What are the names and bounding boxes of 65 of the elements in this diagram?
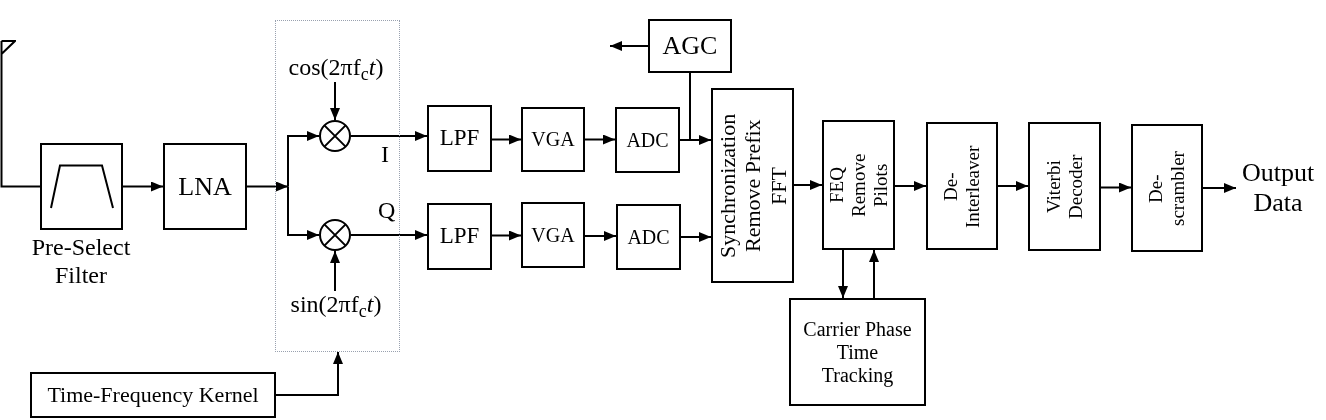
block-label: AGC — [662, 31, 718, 61]
output-label: Output Data — [1236, 158, 1320, 218]
kernel-box — [30, 372, 276, 418]
processing-block — [822, 120, 895, 250]
arrow — [287, 131, 320, 188]
block-label: VGA — [531, 128, 575, 151]
block-label: VGA — [531, 223, 575, 247]
arrow — [869, 249, 879, 299]
connector-line — [15, 185, 41, 188]
arrow — [350, 131, 428, 141]
block-label: FEQ — [825, 167, 848, 203]
filter-box — [427, 203, 492, 270]
block-label: ADC — [626, 128, 669, 152]
arrow — [330, 81, 340, 121]
block-label: Carrier Phase Time Tracking — [802, 317, 913, 387]
block-label: Time-Frequency Kernel — [47, 382, 259, 408]
arrow — [997, 181, 1029, 191]
arrow — [491, 134, 522, 145]
amplifier-box — [521, 202, 585, 268]
arrow — [122, 181, 164, 192]
block-label: Viterbi Decoder — [1042, 153, 1087, 221]
block-label: FFT — [765, 166, 791, 205]
amplifier-box — [521, 107, 585, 172]
block-label: LNA — [178, 171, 232, 202]
block-caption: Pre-Select Filter — [30, 234, 132, 290]
arrow — [609, 41, 649, 51]
connector-line — [679, 72, 691, 141]
arrow — [287, 185, 320, 240]
processing-block — [926, 122, 998, 250]
arrow — [584, 231, 617, 241]
arrow — [1202, 183, 1237, 193]
mixer-symbol — [319, 120, 351, 152]
carrier-signal-label: cos(2πf$_{c}$t) — [279, 54, 393, 82]
arrow — [680, 232, 712, 242]
arrow — [793, 180, 823, 190]
processing-block — [711, 88, 794, 283]
block-label: De- Interleaver — [940, 143, 984, 230]
arrow — [1100, 182, 1132, 193]
processing-block — [1028, 122, 1101, 251]
control-box — [648, 19, 732, 73]
amplifier-box — [163, 143, 247, 230]
block-label: LPF — [439, 125, 480, 152]
filter-box — [40, 143, 123, 230]
converter-box — [615, 107, 680, 173]
arrow — [838, 249, 848, 299]
processing-block — [1131, 124, 1203, 252]
arrow — [491, 230, 522, 241]
tracking-box — [789, 298, 926, 406]
block-label: Remove Pilots — [847, 152, 892, 219]
arrow — [584, 134, 616, 145]
arrow — [275, 351, 343, 396]
carrier-signal-label: sin(2πf$_{c}$t) — [279, 291, 393, 319]
arrow — [246, 181, 289, 192]
arrow — [894, 181, 927, 191]
antenna-symbol — [0, 40, 16, 188]
block-label: De- scrambler — [1145, 149, 1189, 228]
block-label: Remove Prefix — [739, 119, 766, 252]
arrow — [350, 230, 428, 240]
block-label: LPF — [439, 223, 480, 250]
filter-box — [427, 105, 492, 172]
block-label: Synchronization — [714, 113, 740, 258]
mixer-symbol — [319, 219, 351, 251]
block-label: ADC — [627, 225, 670, 249]
arrow — [330, 250, 340, 292]
converter-box — [616, 204, 681, 270]
